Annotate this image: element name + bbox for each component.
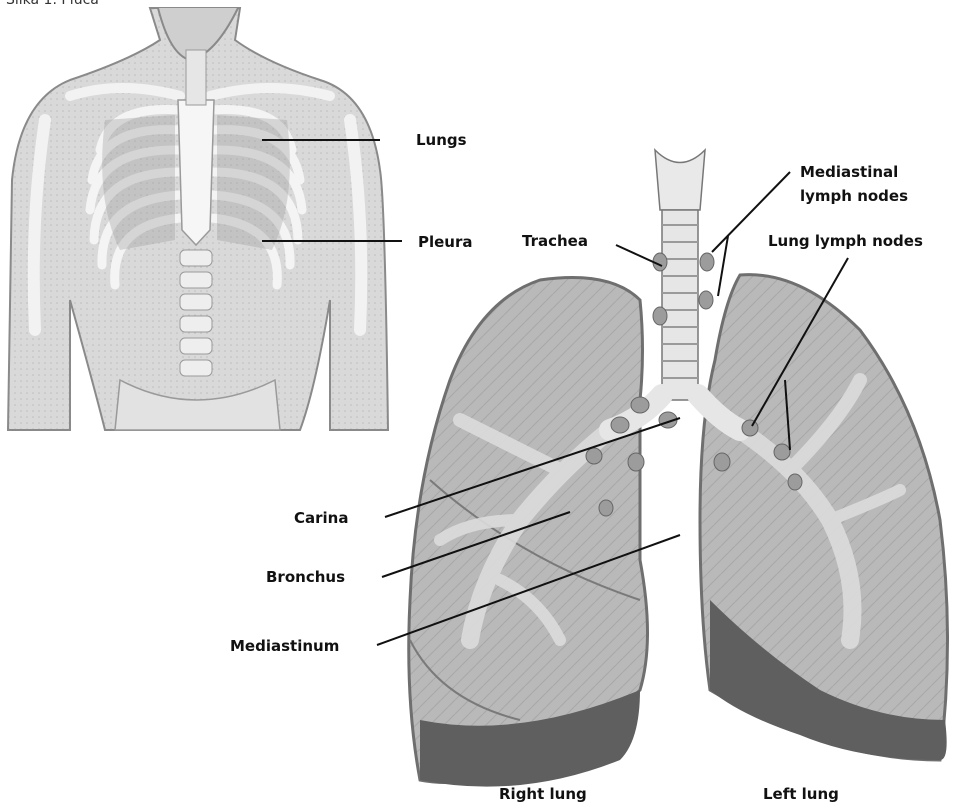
label-pleura: Pleura xyxy=(418,233,473,251)
label-mediastinum: Mediastinum xyxy=(230,637,339,655)
label-trachea: Trachea xyxy=(522,232,588,250)
label-carina: Carina xyxy=(294,509,348,527)
lung-shadow-right xyxy=(217,115,290,250)
label-left-lung: Left lung xyxy=(763,785,839,803)
label-lungs: Lungs xyxy=(416,131,467,149)
torso-illustration xyxy=(8,8,388,430)
label-mediastinal-lymph-nodes-2: lymph nodes xyxy=(800,187,908,205)
label-lung-lymph-nodes: Lung lymph nodes xyxy=(768,232,923,250)
sternum xyxy=(178,100,214,245)
label-right-lung: Right lung xyxy=(499,785,587,803)
label-mediastinal-lymph-nodes-1: Mediastinal xyxy=(800,163,898,181)
torso-trachea xyxy=(186,50,206,105)
lung-shadow-left xyxy=(102,115,175,250)
label-bronchus: Bronchus xyxy=(266,568,345,586)
